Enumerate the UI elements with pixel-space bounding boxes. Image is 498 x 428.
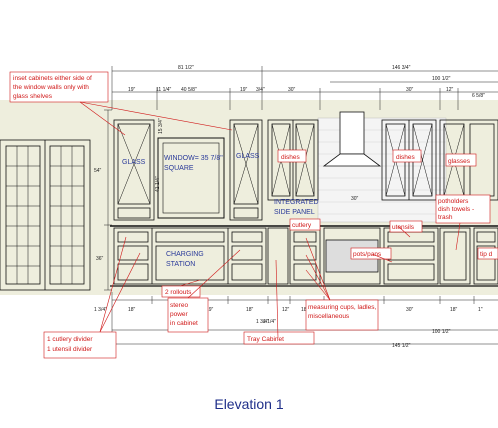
note-stereo-line2: power	[170, 311, 189, 318]
elevation-drawing: 81 1/2" 146 3/4" 100 1/2" 19" 11 1/4" 40…	[0, 65, 498, 359]
note-inset-line3: glass shelves	[13, 93, 53, 100]
dim-b1-3-4b: 1 3/4"	[256, 319, 269, 325]
note-inset-line2: the window walls only with	[13, 84, 89, 91]
dim-15-3-4: 15 3/4"	[158, 118, 164, 134]
dim-b100: 100 1/2"	[432, 329, 451, 335]
dim-b18d: 18"	[450, 307, 458, 313]
note-divider-line1: 1 cutlery divider	[47, 336, 93, 343]
dim-b1-3-4: 1 3/4"	[94, 307, 107, 313]
note-dishes-1: dishes	[281, 154, 301, 161]
note-rollouts: 2 rollouts	[165, 289, 192, 296]
note-measuring-line1: measuring cups, ladles,	[308, 304, 376, 311]
note-cutlery: cutlery	[292, 222, 312, 229]
dim-11-1-4: 11 1/4"	[156, 87, 172, 93]
dim-30a: 30"	[288, 87, 296, 93]
note-utensils: utensils	[392, 224, 415, 231]
dim-b1-1-4: 1 1/4"	[263, 319, 276, 325]
annotation-boxes	[9, 71, 498, 359]
dim-b18b: 18"	[246, 307, 254, 313]
dim-40-5-8: 40 5/8"	[181, 87, 197, 93]
dim-30b: 30"	[406, 87, 414, 93]
window	[157, 137, 225, 219]
dim-b18c: 18"	[301, 307, 309, 313]
dim-b18a: 18"	[128, 307, 136, 313]
dim-b19: 19"	[206, 307, 214, 313]
dim-30c: 30"	[351, 196, 359, 202]
top-dimension-lines	[111, 66, 498, 110]
page-title: Elevation 1	[214, 396, 284, 412]
note-potholders-line2: dish towels -	[438, 206, 474, 213]
dim-146: 146 3/4"	[392, 65, 411, 71]
note-divider-line2: 1 utensil divider	[47, 346, 93, 353]
label-glass-left: GLASS	[122, 159, 146, 166]
dim-81: 81 1/2"	[178, 65, 194, 71]
note-glasses: glasses	[448, 158, 471, 165]
dim-b145: 145 1/2"	[392, 343, 411, 349]
label-window-line1: WINDOW= 35 7/8"	[164, 155, 223, 162]
dim-b12: 12"	[282, 307, 290, 313]
dim-3-4: 3/4"	[256, 87, 265, 93]
note-measuring-line2: miscellaneous	[308, 313, 350, 320]
note-potholders-line3: trash	[438, 214, 453, 221]
note-tray: Tray Cabinet	[247, 336, 284, 343]
dim-12: 12"	[446, 87, 454, 93]
french-doors	[0, 139, 91, 291]
note-tip: tip d	[480, 251, 493, 258]
dim-54: 54"	[94, 168, 102, 174]
dim-19b: 19"	[240, 87, 248, 93]
dim-19a: 19"	[128, 87, 136, 93]
note-dishes-2: dishes	[396, 154, 416, 161]
dim-b1: 1"	[478, 307, 483, 313]
note-inset-line1: inset cabinets either side of	[13, 75, 92, 82]
vertical-dimension-lines	[104, 109, 112, 291]
label-charging-line2: STATION	[166, 261, 195, 268]
note-stereo-line1: stereo	[170, 302, 188, 309]
note-potholders-line1: potholders	[438, 198, 469, 205]
dim-6-5-8: 6 5/8"	[472, 93, 485, 99]
dim-100a: 100 1/2"	[432, 76, 451, 82]
range-hood	[322, 111, 382, 167]
label-window-line2: SQUARE	[164, 165, 194, 172]
note-stereo-line3: in cabinet	[170, 320, 198, 327]
annotation-leaders	[79, 101, 461, 339]
note-pots: pots/pans	[353, 251, 382, 258]
label-integrated-line2: SIDE PANEL	[274, 209, 315, 216]
dim-36: 36"	[96, 256, 104, 262]
dim-b30: 30"	[406, 307, 414, 313]
label-glass-right: GLASS	[236, 153, 260, 160]
label-charging-line1: CHARGING	[166, 251, 204, 258]
label-integrated-line1: INTEGRATED	[274, 199, 319, 206]
